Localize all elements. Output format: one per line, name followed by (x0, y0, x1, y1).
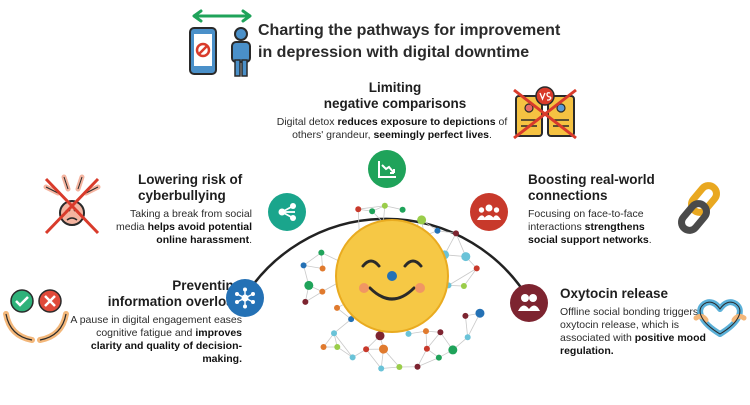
network-node (348, 316, 355, 323)
network-node (304, 280, 314, 290)
network-node (319, 288, 326, 295)
smiley-face-icon (335, 219, 449, 333)
network-node (473, 265, 480, 272)
network-node (379, 344, 389, 354)
network-link (417, 348, 428, 367)
network-link (463, 268, 478, 287)
network-node (300, 262, 307, 269)
network-node (452, 230, 459, 237)
network-node (381, 202, 388, 209)
declining-chart-icon (378, 161, 396, 178)
network-node (417, 215, 427, 225)
comparison-profiles-icon (513, 86, 577, 140)
network-node (434, 227, 441, 234)
bonding-people-icon (518, 294, 540, 311)
network-node (363, 346, 370, 353)
connections-text: Focusing on face-to-face interactions st… (528, 208, 652, 246)
network-node (320, 344, 327, 351)
network-link (381, 366, 400, 369)
oxytocin-heading: Oxytocin release (560, 286, 669, 301)
chain-link-icon (678, 182, 720, 234)
network-link (384, 205, 403, 211)
network-node (462, 312, 469, 319)
network-link (333, 318, 352, 334)
network-link (465, 315, 469, 338)
network-node (399, 206, 406, 213)
network-node (405, 330, 412, 337)
network-node (422, 328, 429, 335)
network-node (378, 365, 385, 372)
network-node (461, 252, 471, 262)
cyberbullying-text: Taking a break from social media helps a… (116, 208, 252, 246)
check-and-cross-hands-icon (3, 289, 69, 343)
hub-network-icon (235, 287, 255, 309)
share-network-icon (278, 203, 296, 221)
comparisons-node (368, 150, 406, 188)
network-node (355, 206, 362, 213)
connections-node (470, 193, 508, 231)
network-link (333, 332, 353, 358)
cyberbullying-icon (43, 174, 101, 235)
network-node (302, 298, 309, 305)
cyberbullying-heading: Lowering risk of cyberbullying (138, 172, 243, 203)
heart-hands-icon (693, 299, 747, 337)
phone-and-person-icon (189, 9, 252, 77)
network-node (318, 249, 325, 256)
oxytocin-node (510, 284, 548, 322)
overload-node (226, 279, 264, 317)
connections-heading: Boosting real-world connections (528, 172, 655, 203)
overload-text: A pause in digital engagement eases cogn… (70, 314, 242, 365)
page-title: Charting the pathways for improvement in… (258, 22, 561, 61)
pathway-arc (242, 217, 530, 299)
network-node (396, 363, 403, 370)
network-node (319, 265, 326, 272)
network-node (464, 334, 471, 341)
network-link (305, 291, 323, 303)
network-link (437, 230, 457, 234)
comparisons-heading: Limiting negative comparisons (323, 80, 467, 111)
network-node (375, 331, 385, 341)
people-group-icon (477, 204, 501, 220)
network-node (460, 283, 467, 290)
oxytocin-text: Offline social bonding triggers oxytocin… (560, 306, 706, 357)
network-node (437, 329, 444, 336)
network-link (337, 346, 353, 358)
network-link (448, 268, 477, 286)
network-link (365, 349, 382, 369)
network-node (475, 308, 485, 318)
network-node (334, 304, 341, 311)
network-node (435, 354, 442, 361)
cyberbullying-node (268, 193, 306, 231)
network-node (448, 345, 458, 355)
network-node (369, 208, 376, 215)
network-link (426, 332, 441, 350)
network-link (303, 265, 323, 269)
network-link (336, 307, 352, 320)
overload-heading: Preventing information overload (107, 278, 242, 309)
network-node (423, 345, 430, 352)
comparisons-text: Digital detox reduces exposure to depict… (276, 116, 508, 141)
network-link (417, 357, 440, 368)
network-node (349, 354, 356, 361)
network-node (334, 343, 341, 350)
network-link (303, 252, 322, 266)
network-node (414, 363, 421, 370)
network-node (331, 330, 338, 337)
network-link (358, 205, 385, 210)
